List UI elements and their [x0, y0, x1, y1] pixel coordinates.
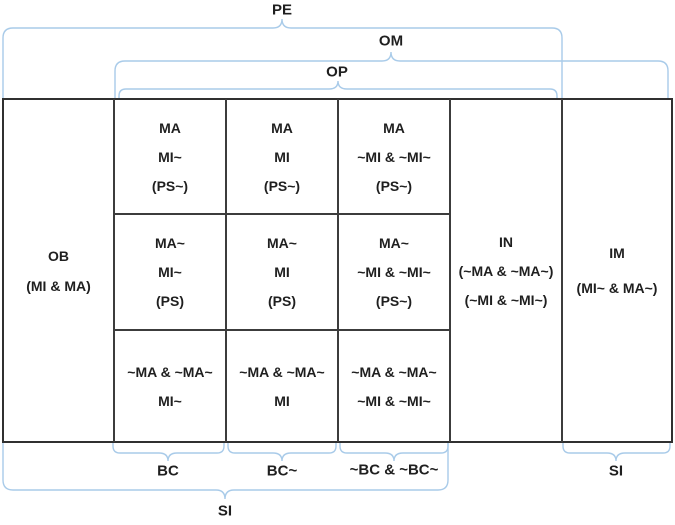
cell-line: MI~	[158, 148, 182, 165]
cell-line: MA~	[155, 234, 185, 251]
cell-line: MA~	[379, 234, 409, 251]
cell-r3c1: ~MA & ~MA~ MI~	[115, 331, 225, 441]
brace-bc	[112, 442, 225, 462]
cell-line: IN	[499, 233, 513, 250]
cell-line: ~MA & ~MA~	[127, 363, 213, 380]
brace-op-label: OP	[326, 63, 348, 81]
cell-line: ~MI & ~MI~	[357, 263, 431, 280]
cell-in: IN (~MA & ~MA~) (~MI & ~MI~)	[451, 100, 561, 441]
cell-line: (MI~ & MA~)	[576, 280, 658, 296]
brace-bc-label: BC	[157, 462, 179, 480]
cell-line: (PS)	[268, 292, 296, 309]
brace-bc-neither-label: ~BC & ~BC~	[349, 461, 439, 479]
row-divider-2	[114, 329, 450, 331]
cell-line: (PS~)	[263, 177, 301, 194]
cell-line: (PS)	[156, 292, 184, 309]
brace-op	[118, 80, 558, 100]
cell-line: MI~	[158, 263, 182, 280]
brace-si-im-label: SI	[608, 462, 624, 480]
row-divider-1	[114, 213, 450, 215]
cell-line: MA	[383, 119, 405, 136]
cell-r1c3: MA ~MI & ~MI~ (PS~)	[339, 100, 449, 213]
cell-line: (PS~)	[151, 177, 189, 194]
cell-ob: OB (MI & MA)	[4, 100, 113, 441]
cell-line: MA~	[267, 234, 297, 251]
cell-line: (~MA & ~MA~)	[458, 262, 554, 279]
cell-line: ~MI & ~MI~	[357, 392, 431, 409]
cell-line: ~MI & ~MI~	[357, 148, 431, 165]
table-border-left	[2, 98, 4, 443]
cell-line: MA	[159, 119, 181, 136]
cell-line: IM	[609, 245, 625, 261]
brace-pe	[2, 18, 563, 100]
cell-r3c2: ~MA & ~MA~ MI	[227, 331, 337, 441]
brace-om-label: OM	[378, 32, 404, 50]
cell-line: (~MI & ~MI~)	[464, 291, 548, 308]
cell-line: OB	[48, 247, 69, 264]
column-divider-bc-bctilde	[225, 99, 227, 442]
cell-line: ~MA & ~MA~	[351, 363, 437, 380]
brace-si-im	[562, 442, 671, 462]
cell-line: (MI & MA)	[26, 277, 91, 294]
cell-r2c1: MA~ MI~ (PS)	[115, 215, 225, 328]
cell-r1c1: MA MI~ (PS~)	[115, 100, 225, 213]
cell-line: (PS~)	[375, 177, 413, 194]
cell-im: IM (MI~ & MA~)	[563, 100, 671, 441]
column-divider-bcneither-in	[449, 99, 451, 442]
column-divider-bctilde-bcneither	[337, 99, 339, 442]
brace-si-all-label: SI	[217, 502, 233, 520]
cell-line: MI~	[158, 392, 182, 409]
column-divider-ob-bc	[113, 99, 115, 442]
cell-r2c3: MA~ ~MI & ~MI~ (PS~)	[339, 215, 449, 328]
brace-pe-label: PE	[271, 1, 293, 19]
cell-line: (PS~)	[375, 292, 413, 309]
cell-line: ~MA & ~MA~	[239, 363, 325, 380]
brace-bc-tilde-label: BC~	[266, 462, 298, 480]
brace-bc-tilde	[227, 442, 337, 462]
table-border-right	[671, 98, 673, 443]
cell-line: MI	[274, 263, 290, 280]
brace-bc-neither	[339, 442, 449, 462]
column-divider-in-im	[561, 99, 563, 442]
cell-line: MI	[274, 392, 290, 409]
cell-line: MA	[271, 119, 293, 136]
cell-r2c2: MA~ MI (PS)	[227, 215, 337, 328]
cell-line: MI	[274, 148, 290, 165]
table-border-bottom	[2, 441, 673, 443]
cell-r3c3: ~MA & ~MA~ ~MI & ~MI~	[339, 331, 449, 441]
brace-om	[114, 51, 669, 100]
cell-r1c2: MA MI (PS~)	[227, 100, 337, 213]
